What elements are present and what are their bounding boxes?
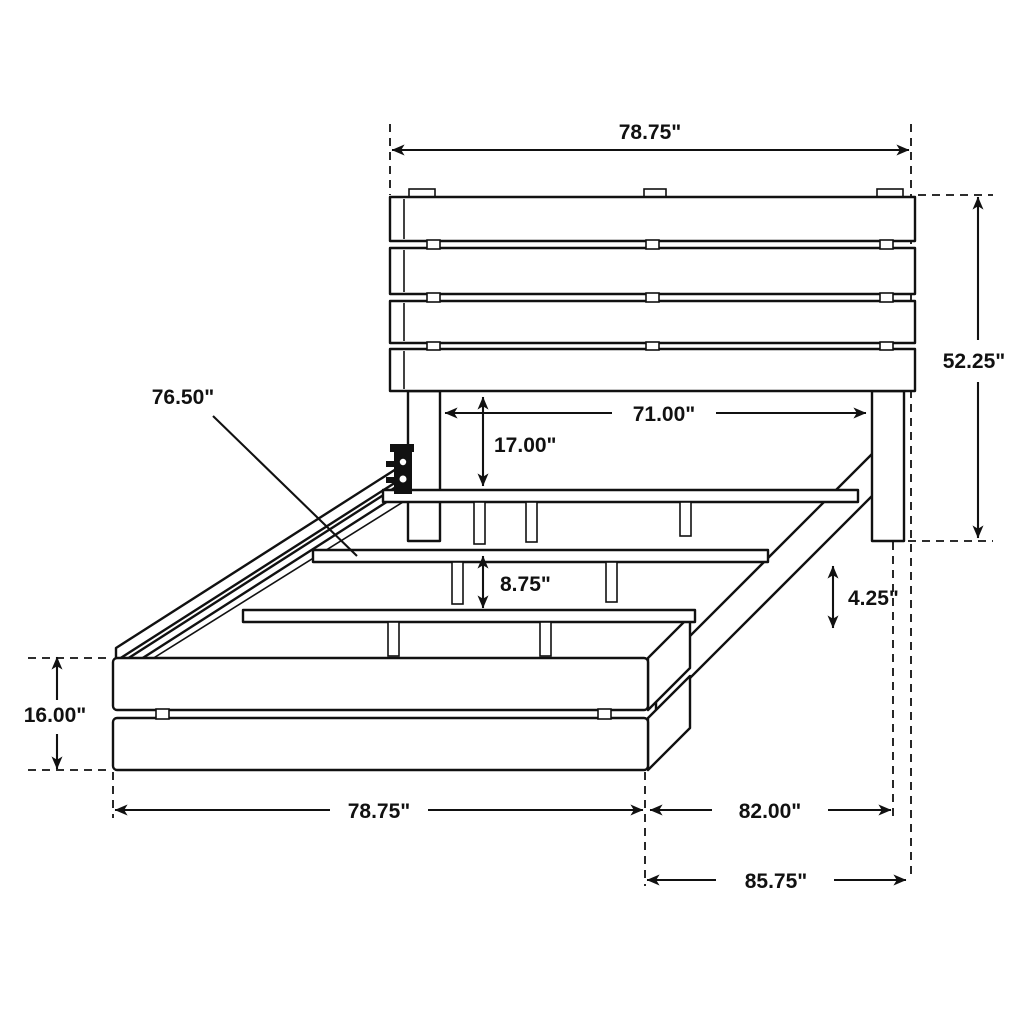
slat-leg: [525, 501, 538, 543]
headboard-batten: [879, 292, 894, 303]
headboard-batten: [645, 292, 660, 303]
dim-overall-length-label: 85.75": [745, 870, 808, 893]
headboard-batten: [426, 239, 441, 250]
footboard-plank: [111, 656, 650, 712]
headboard-plank: [388, 195, 917, 243]
headboard-batten: [426, 292, 441, 303]
bracket-hole: [399, 458, 407, 466]
slat: [311, 548, 770, 564]
rail-bracket-hardware: [386, 444, 414, 494]
slat-leg: [387, 621, 400, 657]
slat-leg: [605, 561, 618, 603]
bracket-hook: [386, 461, 395, 467]
headboard-batten: [645, 239, 660, 250]
dim-headboard-height-label: 52.25": [943, 350, 1006, 373]
bracket-pin: [390, 444, 414, 452]
dim-footboard-width-label: 78.75": [348, 800, 411, 823]
headboard-leg-right: [870, 389, 906, 543]
slat: [381, 488, 860, 504]
dimension-annotations: 78.75" 52.25" 76.50" 71.00" 17.00" 8.75"…: [24, 121, 1006, 893]
headboard: [388, 188, 917, 543]
slat: [241, 608, 697, 624]
footboard-batten: [155, 708, 170, 720]
dim-side-rail-length-leader: [212, 415, 358, 557]
headboard-plank: [388, 246, 917, 296]
headboard-plank: [388, 347, 917, 393]
dim-footboard-height-label: 16.00": [24, 704, 87, 727]
headboard-batten: [879, 341, 894, 351]
slat-system: [241, 488, 860, 657]
headboard-batten: [879, 239, 894, 250]
side-rail-far-cleat: [122, 469, 423, 672]
slat-leg: [451, 561, 464, 605]
footboard-plank: [111, 716, 650, 772]
footboard-batten: [597, 708, 612, 720]
headboard-batten: [645, 341, 660, 351]
headboard-batten: [426, 341, 441, 351]
headboard-leg-left: [406, 389, 442, 543]
bracket-plate: [394, 450, 412, 494]
slat-leg: [473, 501, 486, 545]
center-rail-edge: [135, 486, 428, 670]
dim-side-rail-length-label: 76.50": [152, 386, 215, 409]
dim-slat-leg-height-label: 8.75": [500, 573, 551, 596]
dim-inner-width-label: 71.00": [633, 403, 696, 426]
dim-clearance-label: 17.00": [494, 434, 557, 457]
slat-leg: [679, 501, 692, 537]
dim-frame-length-label: 82.00": [739, 800, 802, 823]
dim-rail-height-label: 4.25": [848, 587, 899, 610]
bracket-hole: [399, 475, 407, 483]
slat-leg: [539, 621, 552, 657]
footboard: [111, 614, 692, 772]
dim-headboard-width-label: 78.75": [619, 121, 682, 144]
bracket-hook: [386, 477, 395, 483]
headboard-plank: [388, 299, 917, 345]
